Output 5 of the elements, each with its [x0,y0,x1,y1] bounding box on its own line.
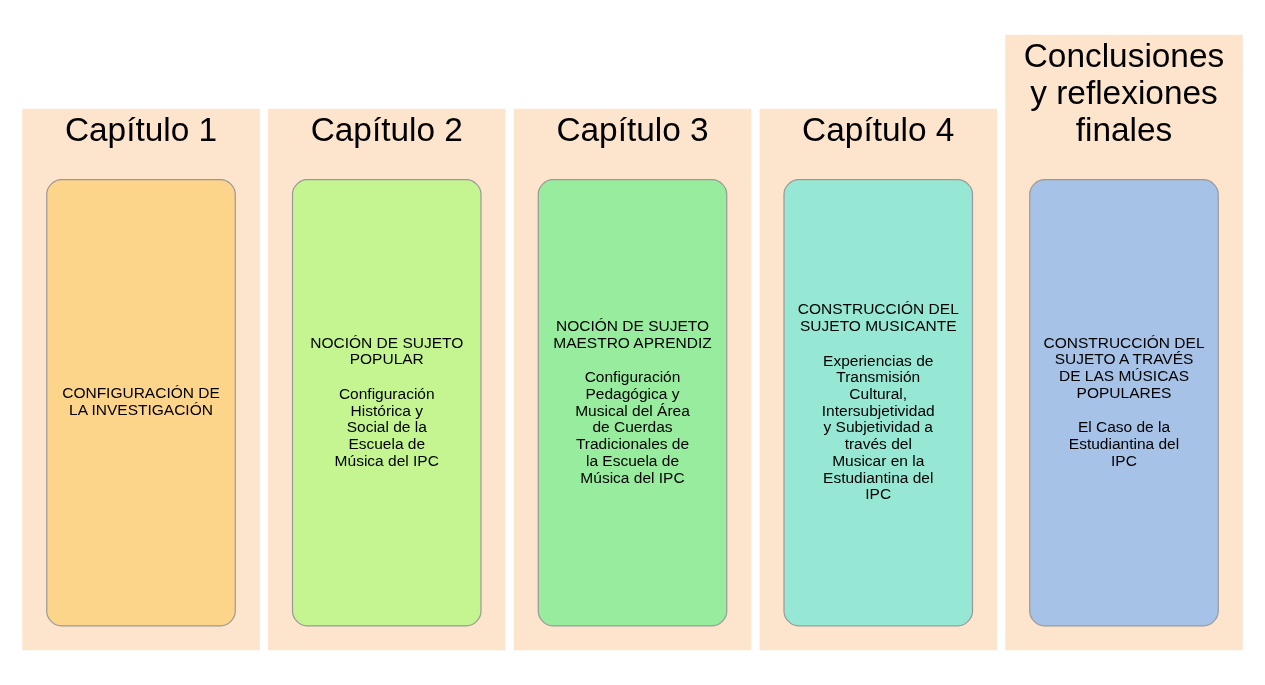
node-box: NOCIÓN DE SUJETO MAESTRO APRENDIZ Configuración Pedagógica y Musical del Área de Cuerdas Tradicionales de la Escuela de Música del IPC [537,179,728,627]
node-box: CONSTRUCCIÓN DEL SUJETO A TRAVÉS DE LAS MÚSICAS POPULARES El Caso de la Estudiantina del IPC [1029,179,1219,627]
node-box: NOCIÓN DE SUJETO POPULAR Configuración Histórica y Social de la Escuela de Música del IPC [291,179,482,627]
node-box: CONFIGURACIÓN DE LA INVESTIGACIÓN [46,179,236,627]
node-box: CONSTRUCCIÓN DEL SUJETO MUSICANTE Experiencias de Transmisión Cultural, Intersubjetividad y Subjetividad a través del Musicar en la Estudiantina del IPC [783,179,974,627]
